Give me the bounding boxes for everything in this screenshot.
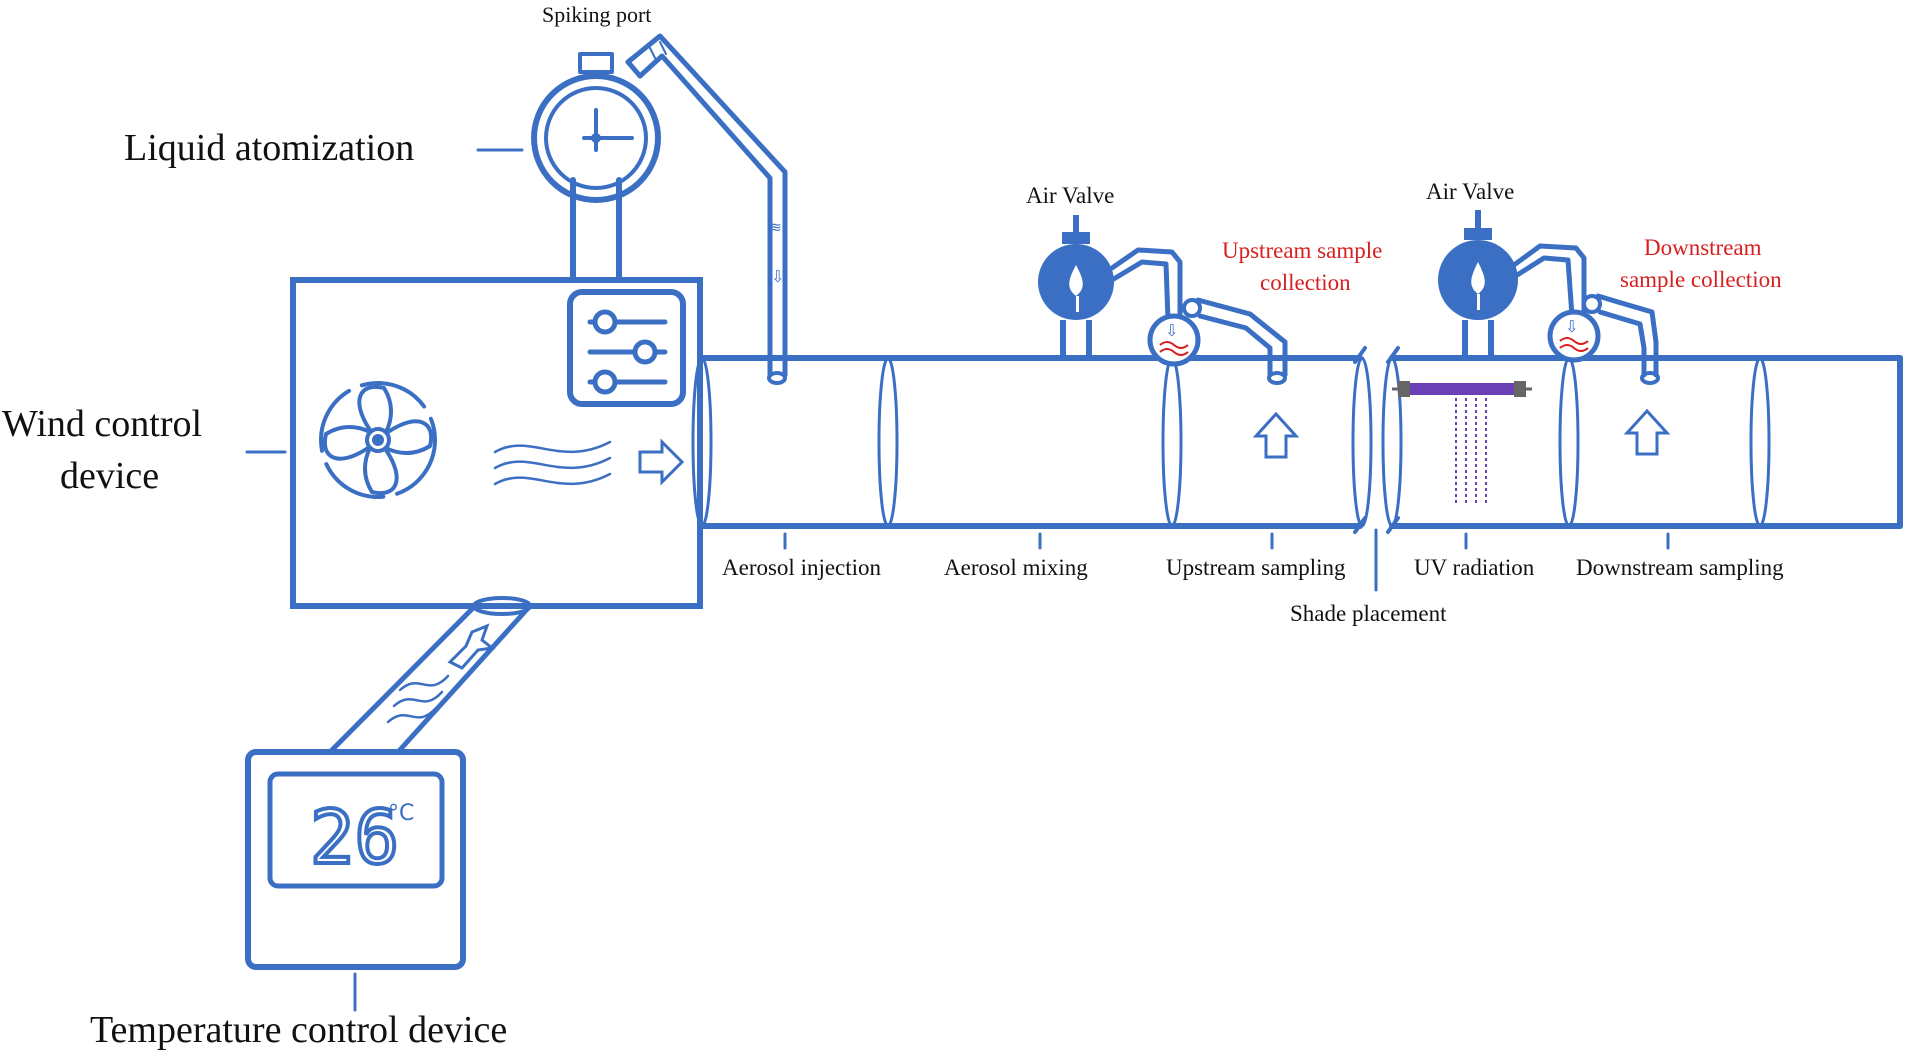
wind-control-label-line1: Wind control (2, 403, 202, 445)
wind-control-label-line2: device (60, 455, 159, 497)
downstream-valve-tube (1511, 243, 1587, 319)
valve-drop-icon (1471, 262, 1485, 294)
right-arrow-icon (638, 438, 685, 486)
up-arrow-icon (1252, 411, 1300, 459)
spiking-port-label: Spiking port (542, 2, 651, 27)
temperature-display-screen (267, 771, 445, 889)
shade-break-marks (1353, 346, 1400, 534)
duct-section-dividers (691, 356, 1771, 528)
wind-control-box (290, 277, 703, 609)
uv-radiation-label: UV radiation (1414, 555, 1535, 580)
downstream-collection-label-line2: sample collection (1620, 267, 1782, 292)
upstream-collection-label-line2: collection (1260, 270, 1351, 295)
air-valve-label-1: Air Valve (1026, 183, 1114, 208)
air-valve-label-2: Air Valve (1426, 179, 1514, 204)
uv-lamp-icon (1392, 381, 1532, 506)
downstream-sampling-label: Downstream sampling (1576, 555, 1784, 580)
aerosol-mixing-label: Aerosol mixing (944, 555, 1088, 580)
temperature-control-label: Temperature control device (90, 1009, 507, 1051)
inlet-airflow-waves (386, 674, 450, 724)
shade-placement-label: Shade placement (1290, 601, 1447, 626)
upstream-valve-tube (1109, 247, 1183, 323)
upstream-sampling-label: Upstream sampling (1166, 555, 1346, 580)
up-arrow-icon (1623, 408, 1671, 456)
temperature-inlet-duct (327, 596, 533, 755)
aerosol-injection-label: Aerosol injection (722, 555, 882, 580)
upstream-sample-collector: ⇩ (1147, 297, 1288, 385)
fan-icon (319, 381, 437, 499)
gauge-icon (591, 133, 601, 143)
main-duct (697, 355, 1903, 529)
up-arrow-icon (447, 623, 496, 670)
temperature-value: 26 (310, 795, 399, 881)
liquid-atomization-unit (531, 52, 661, 283)
injection-nozzle (767, 371, 787, 385)
airflow-waves-icon (493, 440, 612, 486)
valve-drop-icon (1069, 265, 1083, 296)
tube-flow-marks: ≋ (770, 220, 782, 236)
temperature-control-box (245, 749, 466, 970)
slider-controls-icon (567, 289, 686, 407)
downstream-sample-collector: ⇩ (1547, 293, 1660, 385)
svg-text:⇩: ⇩ (1565, 317, 1578, 336)
svg-text:⇩: ⇩ (1165, 321, 1178, 340)
temperature-unit: °C (388, 801, 414, 826)
label-leader-ticks (245, 148, 1670, 1012)
downstream-collection-label-line1: Downstream (1644, 235, 1762, 260)
down-arrow-icon: ⇩ (771, 267, 784, 286)
upstream-air-valve (1038, 215, 1114, 358)
upstream-collection-label-line1: Upstream sample (1222, 238, 1382, 263)
downstream-air-valve (1438, 210, 1518, 358)
liquid-atomization-label: Liquid atomization (124, 127, 414, 169)
spiking-tube (625, 33, 788, 378)
